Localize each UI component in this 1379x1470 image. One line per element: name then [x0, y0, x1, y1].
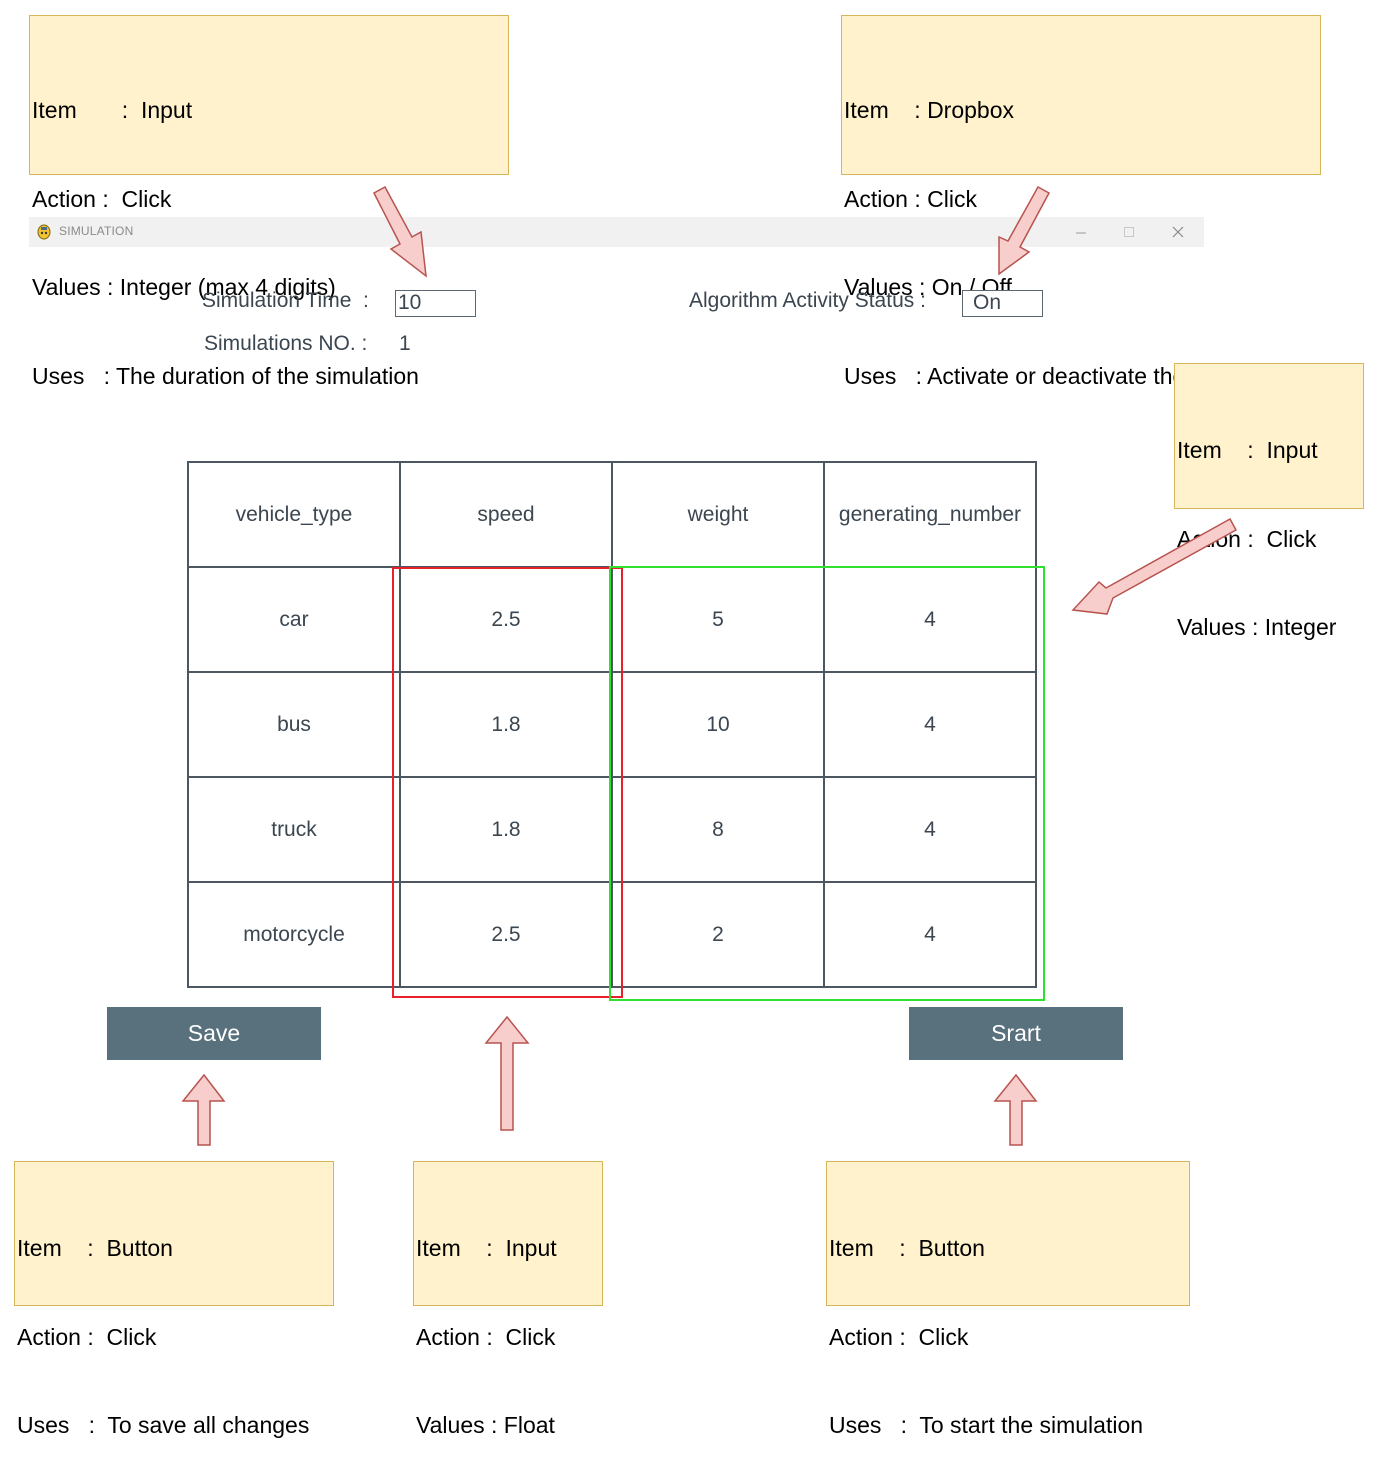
arrow-to-speed-column: [484, 1015, 530, 1131]
header-vehicle-type: vehicle_type: [187, 461, 401, 568]
vehicle-type-cell: bus: [187, 671, 401, 778]
generating-number-input[interactable]: 4: [823, 671, 1037, 778]
arrow-to-integer-columns: [1071, 517, 1238, 615]
table-header-row: vehicle_type speed weight generating_num…: [187, 461, 1037, 568]
generating-number-input[interactable]: 4: [823, 566, 1037, 673]
arrow-to-algorithm-dropdown: [998, 185, 1051, 276]
vehicle-table: vehicle_type speed weight generating_num…: [187, 461, 1037, 988]
table-row: car 2.5 5 4: [187, 566, 1037, 673]
simulation-time-label: Simulation Time :: [202, 289, 369, 312]
algorithm-status-label: Algorithm Activity Status :: [689, 289, 926, 312]
arrow-to-simulation-time: [373, 185, 427, 278]
annotation-simulation-time: Item : Input Action : Click Values : Int…: [29, 15, 509, 389]
weight-input[interactable]: 5: [611, 566, 825, 673]
table-row: motorcycle 2.5 2 4: [187, 881, 1037, 988]
speed-input[interactable]: 1.8: [399, 671, 613, 778]
vehicle-type-cell: truck: [187, 776, 401, 883]
arrow-to-save-button: [181, 1073, 226, 1146]
arrow-to-start-button: [993, 1073, 1038, 1146]
start-button[interactable]: Srart: [909, 1007, 1123, 1060]
header-generating-number: generating_number: [823, 461, 1037, 568]
window-title: SIMULATION: [59, 224, 134, 238]
header-speed: speed: [399, 461, 613, 568]
algorithm-status-dropdown[interactable]: On: [962, 290, 1043, 317]
weight-input[interactable]: 8: [611, 776, 825, 883]
vehicle-type-cell: car: [187, 566, 401, 673]
speed-input[interactable]: 2.5: [399, 881, 613, 988]
save-button[interactable]: Save: [107, 1007, 321, 1060]
close-icon[interactable]: [1169, 223, 1187, 241]
generating-number-input[interactable]: 4: [823, 881, 1037, 988]
simulation-time-input[interactable]: 10: [395, 290, 476, 317]
maximize-icon[interactable]: [1120, 223, 1138, 241]
speed-input[interactable]: 2.5: [399, 566, 613, 673]
vehicle-type-cell: motorcycle: [187, 881, 401, 988]
minimize-icon[interactable]: [1072, 223, 1090, 241]
callout-arrows: [181, 185, 1238, 1146]
simulations-no-label: Simulations NO. :: [204, 332, 368, 355]
generating-number-input[interactable]: 4: [823, 776, 1037, 883]
table-row: truck 1.8 8 4: [187, 776, 1037, 883]
weight-input[interactable]: 2: [611, 881, 825, 988]
header-weight: weight: [611, 461, 825, 568]
weight-input[interactable]: 10: [611, 671, 825, 778]
speed-input[interactable]: 1.8: [399, 776, 613, 883]
simulations-no-value: 1: [399, 332, 411, 355]
table-row: bus 1.8 10 4: [187, 671, 1037, 778]
app-icon: [37, 224, 51, 240]
